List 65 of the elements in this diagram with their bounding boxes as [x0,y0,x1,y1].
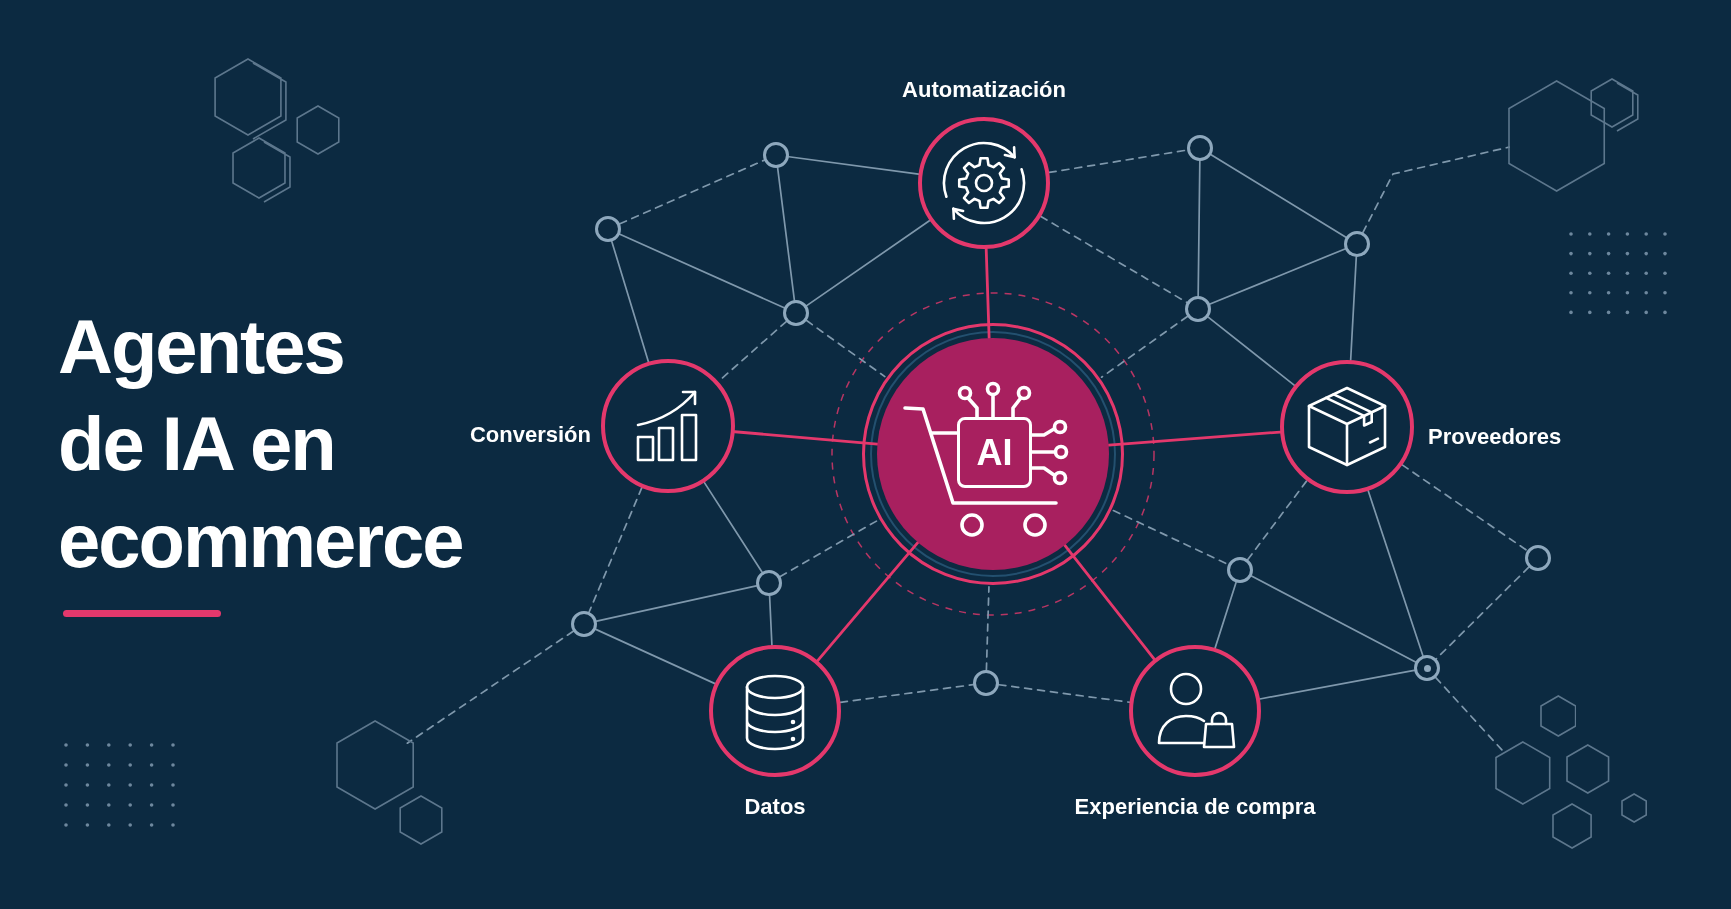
connector-line [703,481,763,573]
dashed-connector [805,319,886,378]
dashed-connector [1401,464,1529,552]
node-label: Datos [744,794,806,820]
dashed-connector [1246,479,1308,561]
connector-line [1367,489,1424,657]
hexagon-outline [1495,741,1551,805]
connector-line [768,595,773,646]
connector-line [595,584,758,623]
dashed-connector [779,519,879,578]
connector-line [1349,256,1358,361]
node-label: Automatización [902,77,1066,103]
chip-label: AI [957,417,1032,488]
network-node-circle [973,670,999,696]
network-node-circle [1187,135,1213,161]
connector-line [1207,316,1296,387]
dashed-connector [619,159,765,225]
network-node-circle [763,142,789,168]
connector-line [1107,430,1282,447]
node-label: Conversión [469,422,591,448]
network-node-circle [1414,655,1440,681]
node-label: Experiencia de compra [1074,794,1316,820]
dashed-connector [1362,146,1511,234]
dashed-connector [1040,215,1188,304]
connector-line [1210,153,1347,239]
hexagon-outline [335,720,415,810]
connector-line [1063,543,1156,661]
connector-line [816,541,920,663]
hexagon-outline [1508,80,1606,192]
network-node-circle [571,611,597,637]
connector-line [619,233,785,309]
connector-line [733,430,879,446]
dashed-connector [998,683,1131,704]
dashed-connector [1100,315,1189,379]
dashed-connector [839,683,974,704]
dashed-connector [406,630,575,745]
connector-line [1250,575,1417,663]
hexagon-outline [1620,793,1648,823]
connector-line [1259,669,1416,700]
connector-line [805,219,931,307]
network-node-circle [1344,231,1370,257]
title: Agentes de IA en ecommerce [58,303,463,585]
dashed-connector [1434,676,1505,754]
hub-circle [877,338,1109,570]
connector-line [776,167,796,301]
connector-line [610,240,650,363]
connector-line [788,155,920,176]
network-node-circle [1185,296,1211,322]
node-label: Proveedores [1428,424,1562,450]
connector-line [1214,581,1237,649]
network-node-circle [1525,545,1551,571]
dashed-connector [588,486,643,613]
connector-line [1197,160,1201,297]
connector-line [595,628,716,685]
dashed-connector [1048,149,1188,174]
network-node-circle [783,300,809,326]
network-node-circle [595,216,621,242]
connector-line [984,247,991,340]
connector-line [1209,248,1346,305]
dashed-connector [985,586,990,671]
network-node-circle [1227,557,1253,583]
hexagon-outline [1566,744,1610,794]
hexagon-outline [1539,695,1577,737]
hexagon-outline [1551,803,1593,849]
network-node-circle [756,570,782,596]
